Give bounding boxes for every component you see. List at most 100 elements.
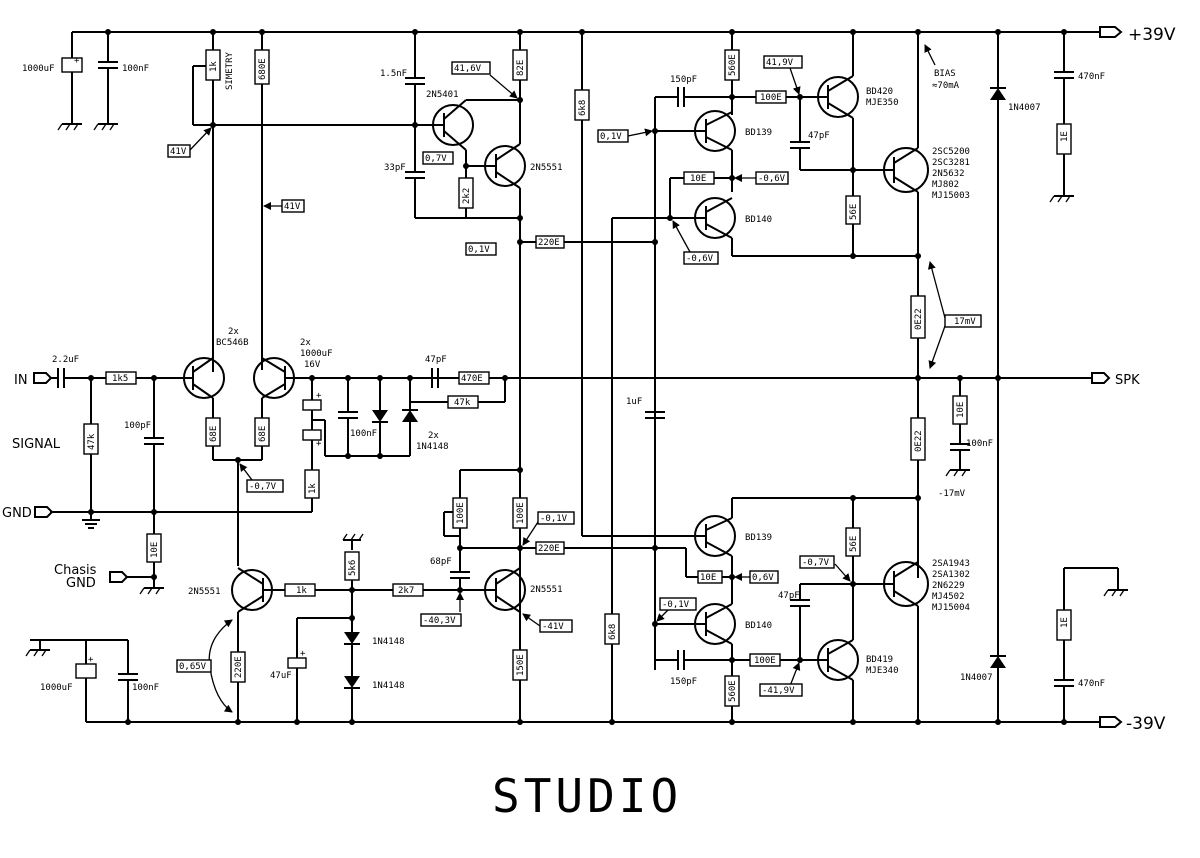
svg-text:470E: 470E xyxy=(461,374,483,384)
svg-text:10E: 10E xyxy=(700,573,716,583)
speaker-line: SPK xyxy=(298,372,1140,388)
svg-text:680E: 680E xyxy=(258,58,268,80)
svg-text:33pF: 33pF xyxy=(384,163,406,173)
svg-text:-0,6V: -0,6V xyxy=(686,254,714,264)
vpos-label: +39V xyxy=(1128,25,1176,45)
svg-text:-0,7V: -0,7V xyxy=(249,482,277,492)
svg-text:1000uF: 1000uF xyxy=(40,683,73,693)
svg-text:1E: 1E xyxy=(1060,131,1070,142)
svg-text:MJE350: MJE350 xyxy=(866,98,899,108)
svg-text:BIAS: BIAS xyxy=(934,69,956,79)
svg-text:2SC5200: 2SC5200 xyxy=(932,147,970,157)
svg-text:47k: 47k xyxy=(87,433,97,450)
svg-text:MJ15004: MJ15004 xyxy=(932,603,970,613)
svg-text:1k: 1k xyxy=(308,483,318,494)
svg-text:560E: 560E xyxy=(728,54,738,76)
svg-text:41V: 41V xyxy=(284,202,301,212)
svg-text:56E: 56E xyxy=(849,204,859,220)
svg-text:0,1V: 0,1V xyxy=(468,245,490,255)
q-bc546b-a xyxy=(183,357,225,399)
svg-text:≈70mA: ≈70mA xyxy=(932,81,960,91)
svg-text:2.2uF: 2.2uF xyxy=(52,355,79,365)
svg-text:MJ15003: MJ15003 xyxy=(932,191,970,201)
svg-text:1E: 1E xyxy=(1060,617,1070,628)
svg-text:BD139: BD139 xyxy=(745,533,772,543)
q-bd420 xyxy=(817,76,859,118)
svg-text:100nF: 100nF xyxy=(132,683,159,693)
schematic-title: STUDIO xyxy=(492,769,682,823)
svg-text:2x: 2x xyxy=(300,338,311,348)
svg-text:150pF: 150pF xyxy=(670,75,697,85)
ground-line: GND xyxy=(2,498,313,521)
current-source-stage: 2N5551 1k 220E 0,65V 5k6 1N4148 1N4148 + xyxy=(176,467,655,725)
svg-text:2k7: 2k7 xyxy=(398,586,414,596)
svg-text:0,1V: 0,1V xyxy=(600,132,622,142)
positive-rail: +39V xyxy=(72,25,1176,45)
svg-text:68pF: 68pF xyxy=(430,557,452,567)
svg-text:2N5632: 2N5632 xyxy=(932,169,965,179)
q-bd419 xyxy=(817,639,859,681)
r-ltp-top: 680E 41V xyxy=(254,29,305,370)
svg-text:2SA1302: 2SA1302 xyxy=(932,570,970,580)
svg-text:-41V: -41V xyxy=(542,622,564,632)
svg-text:10E: 10E xyxy=(150,542,160,558)
svg-text:68E: 68E xyxy=(209,426,219,442)
svg-text:+: + xyxy=(300,649,306,659)
svg-text:-0,1V: -0,1V xyxy=(662,600,690,610)
vas-top-stage: 1.5nF 33pF 2N5401 2k2 2N5551 0,7V 82 xyxy=(380,29,655,722)
svg-text:2x: 2x xyxy=(428,431,439,441)
svg-text:10E: 10E xyxy=(956,402,966,418)
svg-text:2N5401: 2N5401 xyxy=(426,90,459,100)
svg-text:6k8: 6k8 xyxy=(608,624,618,640)
vneg-label: -39V xyxy=(1126,714,1166,734)
rail-decoupling-bottom: + 1000uF 100nF xyxy=(25,639,159,725)
svg-text:1N4148: 1N4148 xyxy=(372,681,405,691)
svg-text:BD419: BD419 xyxy=(866,655,893,665)
input-stage: IN 2.2uF 1k5 47k SIGNAL 100pF 10E Chasis… xyxy=(12,327,298,595)
feedback-network: 2x 1000uF 16V + + 1k 100nF 2x 1N4148 47 xyxy=(300,338,508,499)
svg-text:560E: 560E xyxy=(728,680,738,702)
svg-text:16V: 16V xyxy=(304,360,321,370)
svg-text:1uF: 1uF xyxy=(626,397,642,407)
svg-text:10E: 10E xyxy=(690,174,706,184)
svg-text:2SA1943: 2SA1943 xyxy=(932,559,970,569)
svg-text:41,9V: 41,9V xyxy=(766,58,794,68)
svg-text:2k2: 2k2 xyxy=(462,188,472,204)
svg-text:+: + xyxy=(74,56,80,66)
svg-text:100pF: 100pF xyxy=(124,421,151,431)
svg-text:-41,9V: -41,9V xyxy=(762,686,795,696)
svg-text:MJ802: MJ802 xyxy=(932,180,959,190)
svg-text:100E: 100E xyxy=(516,502,526,524)
svg-text:56E: 56E xyxy=(849,536,859,552)
q-output-npn xyxy=(883,147,929,193)
q-bd139-bot xyxy=(694,515,736,557)
svg-text:0,65V: 0,65V xyxy=(179,662,207,672)
driver-stage: 6k8 560E 150pF 0,1V BD139 10E xyxy=(574,29,982,725)
svg-text:100E: 100E xyxy=(456,502,466,524)
svg-text:5k6: 5k6 xyxy=(348,560,358,576)
svg-text:220E: 220E xyxy=(538,238,560,248)
svg-text:6k8: 6k8 xyxy=(578,100,588,116)
spk-label: SPK xyxy=(1115,373,1140,388)
svg-text:41,6V: 41,6V xyxy=(454,64,482,74)
svg-text:220E: 220E xyxy=(538,544,560,554)
svg-text:68E: 68E xyxy=(258,426,268,442)
svg-text:0E22: 0E22 xyxy=(914,430,924,452)
svg-text:1N4148: 1N4148 xyxy=(372,637,405,647)
svg-text:220E: 220E xyxy=(234,656,244,678)
symmetry-label: SIMETRY xyxy=(225,51,235,90)
svg-text:1k: 1k xyxy=(296,586,307,596)
svg-text:BD420: BD420 xyxy=(866,87,893,97)
q-2n5551-vas xyxy=(484,569,526,611)
svg-text:0E22: 0E22 xyxy=(914,308,924,330)
svg-text:2N5551: 2N5551 xyxy=(530,163,563,173)
svg-text:47pF: 47pF xyxy=(808,131,830,141)
svg-text:470nF: 470nF xyxy=(1078,72,1105,82)
svg-text:0,7V: 0,7V xyxy=(425,154,447,164)
svg-text:2x: 2x xyxy=(228,327,239,337)
svg-text:150pF: 150pF xyxy=(670,677,697,687)
svg-text:47uF: 47uF xyxy=(270,671,292,681)
svg-text:1N4148: 1N4148 xyxy=(416,442,449,452)
rail-decoupling-top: + 1000uF 100nF xyxy=(22,29,149,131)
